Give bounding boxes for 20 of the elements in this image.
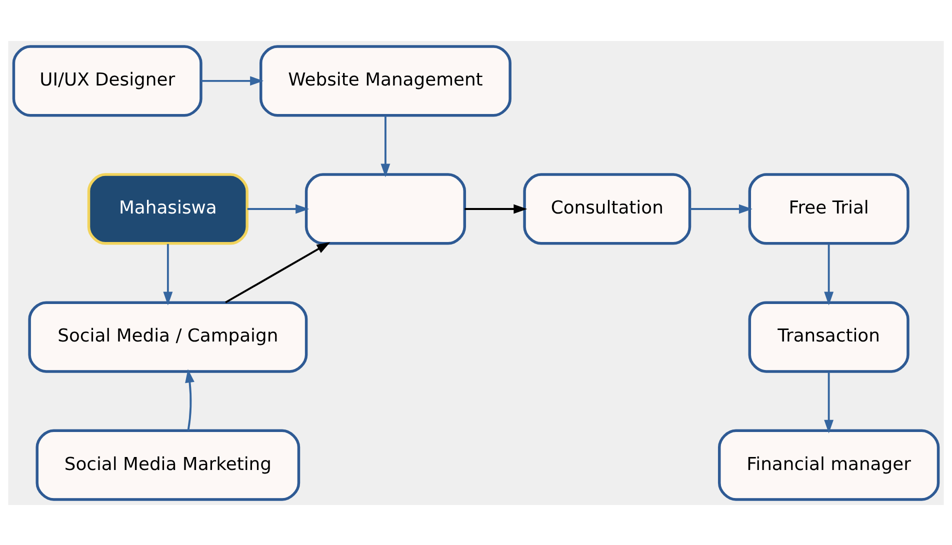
node-box: Transaction (748, 300, 910, 372)
arrow (690, 204, 752, 214)
node-box: Social Media Marketing (36, 428, 300, 500)
node-box: Free Trial (748, 172, 910, 244)
node-box: UI/UX Designer (12, 44, 202, 116)
arrow (225, 242, 330, 303)
arrow (824, 371, 834, 433)
node-box: Financial manager (718, 428, 940, 500)
node-box: Consultation (523, 172, 692, 244)
arrow (824, 243, 834, 305)
arrow (464, 204, 528, 214)
arrow (201, 76, 264, 86)
arrow (380, 115, 390, 177)
node-box: Social Media / Campaign (28, 300, 308, 372)
arrow (247, 204, 310, 214)
node-box (304, 172, 466, 244)
node-box: Website Management (259, 44, 512, 116)
arrow (185, 368, 194, 430)
arrow (163, 243, 173, 305)
node-box: Mahasiswa (87, 172, 248, 244)
